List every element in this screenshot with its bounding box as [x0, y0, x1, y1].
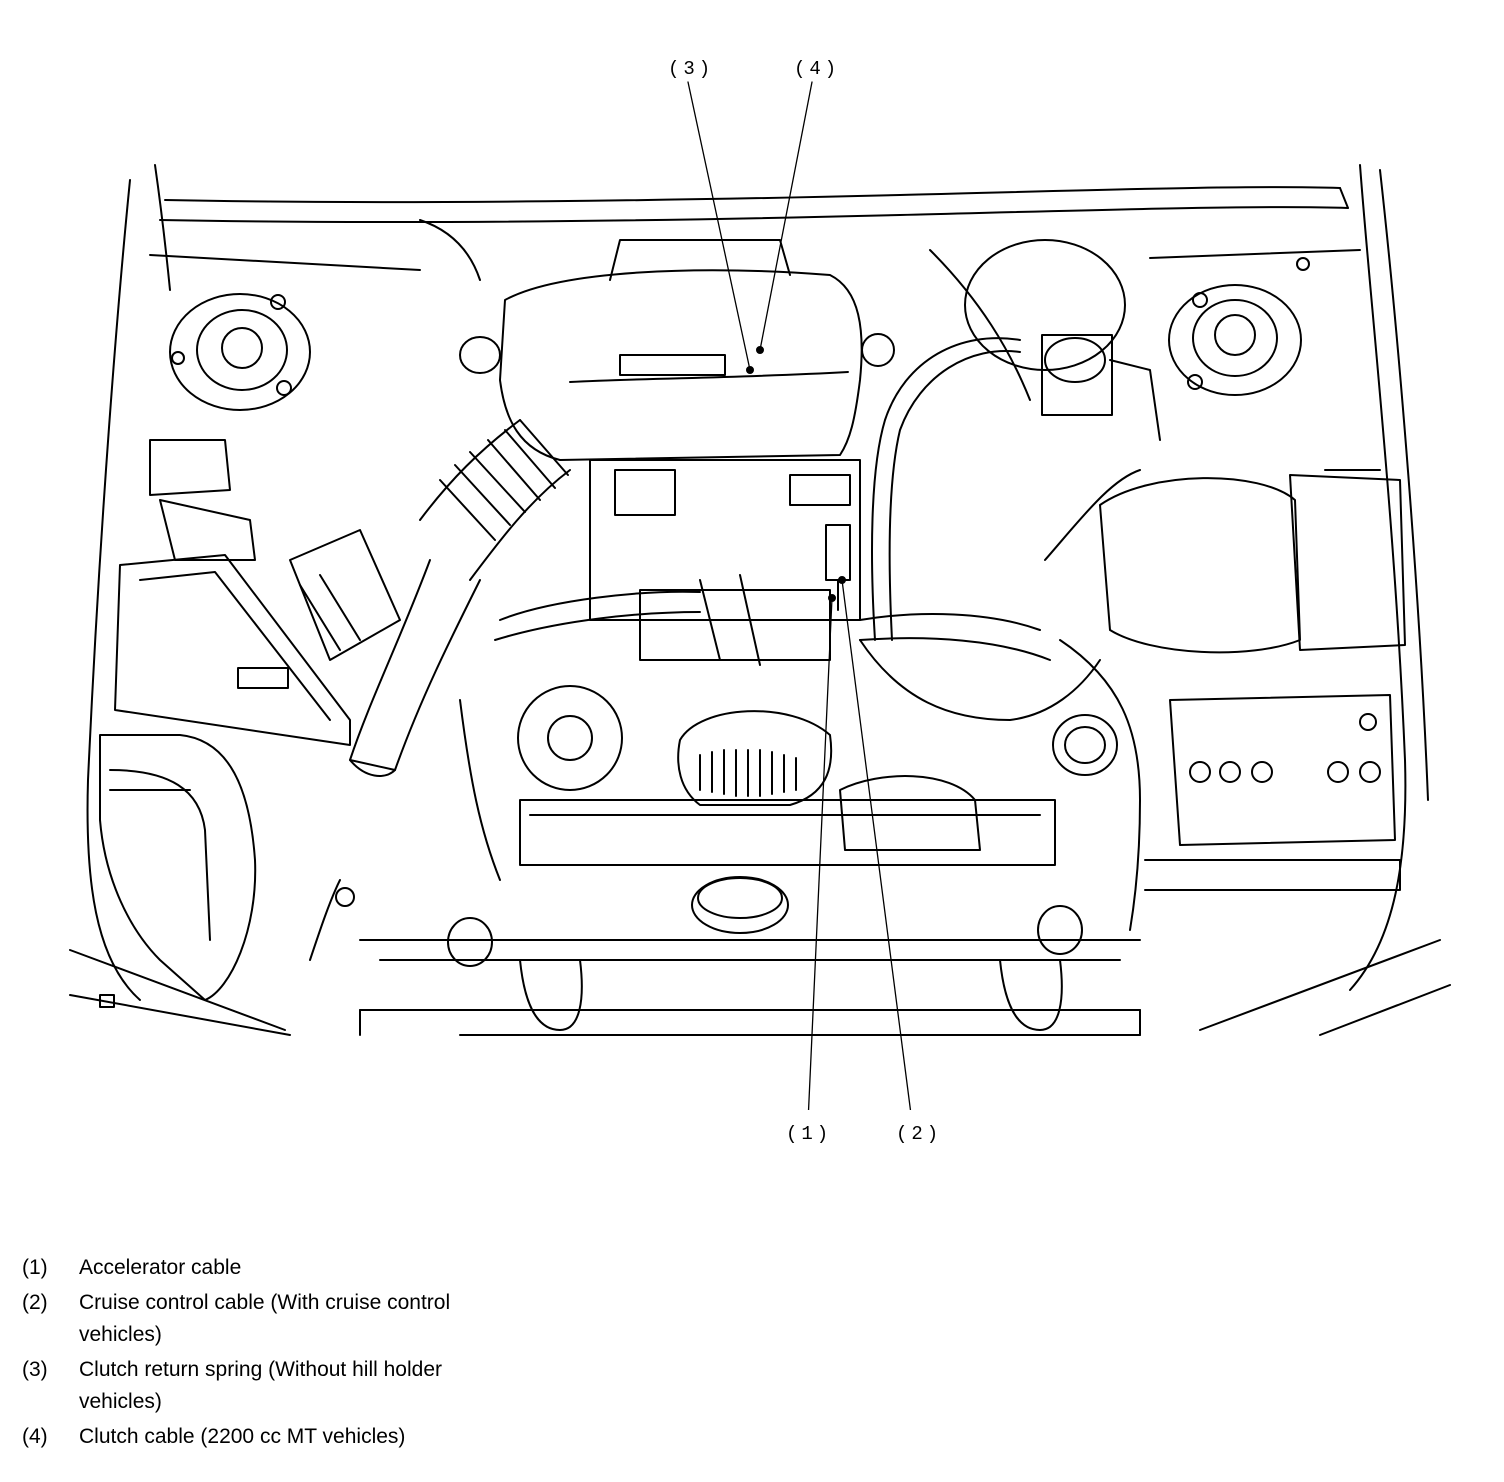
legend-text: Accelerator cable	[79, 1256, 242, 1279]
legend: (1) Accelerator cable (2) Cruise control…	[22, 1252, 502, 1456]
legend-number: (4)	[22, 1425, 48, 1448]
leader-line-1	[807, 597, 833, 1110]
engine-compartment-drawing	[69, 81, 1451, 1110]
oil-filler-cap	[1052, 714, 1118, 776]
air-flow-meter	[289, 529, 401, 661]
air-intake-cover	[459, 239, 895, 461]
left-strut-tower	[169, 293, 311, 411]
brake-booster	[964, 239, 1161, 441]
coolant-reservoir	[99, 734, 355, 1001]
cable-bracket	[825, 524, 851, 611]
leader-line-2	[841, 579, 912, 1110]
leader-line-4	[759, 81, 813, 351]
crank-pulley	[691, 775, 981, 934]
leader-lines	[687, 81, 912, 1110]
legend-item-2: (2) Cruise control cable (With cruise co…	[22, 1287, 502, 1351]
legend-item-4: (4) Clutch cable (2200 cc MT vehicles)	[22, 1421, 502, 1453]
callout-3: (3)	[668, 58, 715, 80]
legend-text: Cruise control cable (With cruise contro…	[79, 1291, 451, 1346]
right-strut-tower	[1168, 257, 1310, 396]
engine-block	[494, 459, 1051, 666]
callout-1: (1)	[786, 1123, 833, 1145]
right-box	[1099, 469, 1406, 654]
leader-line-3	[687, 81, 751, 371]
battery	[1144, 694, 1401, 891]
intake-duct	[349, 419, 571, 777]
hoses	[419, 219, 1141, 931]
radiator-support	[359, 905, 1141, 1036]
legend-text: Clutch return spring (Without hill holde…	[79, 1358, 442, 1413]
fender-lines	[69, 939, 1451, 1036]
legend-number: (1)	[22, 1256, 48, 1279]
alternator	[517, 685, 1056, 866]
legend-item-3: (3) Clutch return spring (Without hill h…	[22, 1354, 502, 1418]
legend-number: (2)	[22, 1291, 48, 1314]
legend-number: (3)	[22, 1358, 48, 1381]
legend-item-1: (1) Accelerator cable	[22, 1252, 502, 1284]
callout-4: (4)	[794, 58, 841, 80]
leader-dots	[746, 346, 846, 602]
body-outline	[86, 164, 1429, 1001]
callout-2: (2)	[896, 1123, 943, 1145]
legend-text: Clutch cable (2200 cc MT vehicles)	[79, 1425, 406, 1448]
relay-box	[114, 439, 351, 746]
